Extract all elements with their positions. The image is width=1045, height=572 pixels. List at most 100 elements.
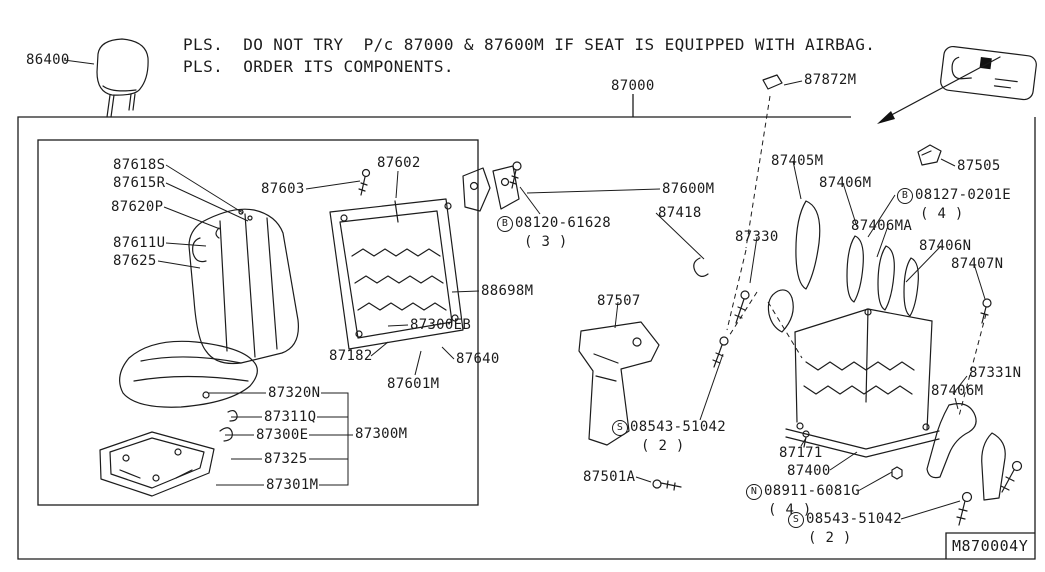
part-number-text: 87407N xyxy=(951,256,1004,272)
part-label-87406MA: 87406MA xyxy=(851,219,912,234)
part-number-text: 87620P xyxy=(111,199,164,215)
part-label-87407N: 87407N xyxy=(951,257,1003,272)
part-label-87615R: 87615R xyxy=(113,176,165,191)
leader-lines xyxy=(63,59,986,520)
clip-87311q-drawing xyxy=(227,409,238,422)
part-number-text: 87300E xyxy=(256,427,309,443)
part-number-text: 87640 xyxy=(456,351,500,367)
part-number-text: 87406M xyxy=(819,175,872,191)
part-label-87505: 87505 xyxy=(957,159,1001,174)
circled-N-badge-icon: N xyxy=(746,484,762,500)
part-label-88698M: 88698M xyxy=(481,284,533,299)
part-number-text: 87301M xyxy=(266,477,319,493)
part-number-text: ( 4 ) xyxy=(920,206,964,222)
part-number-text: 87400 xyxy=(787,463,831,479)
part-label-87418: 87418 xyxy=(658,206,702,221)
part-label-87640: 87640 xyxy=(456,352,500,367)
part-number-text: 08911-6081G xyxy=(764,483,861,499)
part-number-text: 87331N xyxy=(969,365,1022,381)
airbag-pointer-arrowhead-icon xyxy=(877,111,895,124)
part-label-87603: 87603 xyxy=(261,182,305,197)
side-flap-87611u xyxy=(192,237,207,263)
part-number-text: 08543-51042 xyxy=(630,419,727,435)
part-label-87618S: 87618S xyxy=(113,158,165,173)
seatback-frame-drawing xyxy=(329,198,464,350)
part-number-text: 87507 xyxy=(597,293,641,309)
part-label-87300E: 87300E xyxy=(256,428,308,443)
part-label-87182: 87182 xyxy=(329,349,373,364)
part-label-87507: 87507 xyxy=(597,294,641,309)
side-shield-drawing xyxy=(578,321,660,446)
part-number-text: 87330 xyxy=(735,229,779,245)
part-number-text: 87600M xyxy=(662,181,715,197)
code-box xyxy=(945,532,1035,559)
part-label-87601M: 87601M xyxy=(387,377,439,392)
part-label-87320N: 87320N xyxy=(268,386,320,401)
recliner-parts-drawing xyxy=(693,257,794,368)
part-label-87406M-lower: 87406M xyxy=(931,384,983,399)
clip-87872m-drawing xyxy=(762,74,783,90)
circled-S-badge-icon: S xyxy=(788,512,804,528)
seat-cushion-drawing xyxy=(119,340,258,408)
part-label-87625: 87625 xyxy=(113,254,157,269)
airbag-warning-note-line2: PLS. ORDER ITS COMPONENTS. xyxy=(183,57,454,76)
part-label-87611U: 87611U xyxy=(113,236,165,251)
part-number-text: 87311Q xyxy=(264,409,317,425)
clip-87300e-drawing xyxy=(219,427,233,442)
part-label-87620P: 87620P xyxy=(111,200,163,215)
part-label-87501A: 87501A xyxy=(583,470,635,485)
alignment-dashed-lines xyxy=(726,95,987,417)
seatback-cover-drawing xyxy=(188,208,300,365)
part-number-text: 87601M xyxy=(387,376,440,392)
part-number-text: 87603 xyxy=(261,181,305,197)
part-label-08127-0201E-qty: ( 4 ) xyxy=(920,207,964,222)
part-number-text: 88698M xyxy=(481,283,534,299)
part-number-text: 87325 xyxy=(264,451,308,467)
screw-08120-drawing xyxy=(509,161,522,189)
part-number-text: 87300M xyxy=(355,426,408,442)
part-number-text: ( 2 ) xyxy=(808,530,852,546)
border-lines xyxy=(17,94,1036,560)
seat-base-frame-drawing xyxy=(99,431,215,497)
part-label-86400: 86400 xyxy=(26,53,70,68)
headrest-drawing xyxy=(96,38,149,118)
part-number-text: 87872M xyxy=(804,72,857,88)
screw-87407n-drawing xyxy=(980,298,992,324)
part-label-87300M: 87300M xyxy=(355,427,407,442)
part-label-87330: 87330 xyxy=(735,230,779,245)
part-number-text: 08543-51042 xyxy=(806,511,903,527)
diagram-code: M870004Y xyxy=(952,537,1029,555)
part-label-87300EB: 87300EB xyxy=(410,318,471,333)
part-label-87311Q: 87311Q xyxy=(264,410,316,425)
part-number-text: 87611U xyxy=(113,235,166,251)
circled-S-badge-icon: S xyxy=(612,420,628,436)
part-label-87171: 87171 xyxy=(779,446,823,461)
clip-87620p xyxy=(215,227,220,239)
clip-87418 xyxy=(693,257,709,277)
circled-B-badge-icon: B xyxy=(497,216,513,232)
part-number-text: 87501A xyxy=(583,469,636,485)
part-number-text: 87320N xyxy=(268,385,321,401)
part-number-text: 87418 xyxy=(658,205,702,221)
airbag-warning-note-line1: PLS. DO NOT TRY P/c 87000 & 87600M IF SE… xyxy=(183,35,876,54)
part-number-text: 87406N xyxy=(919,238,972,254)
airbag-pointer-line xyxy=(883,56,1001,120)
part-label-87325: 87325 xyxy=(264,452,308,467)
clip-87505-drawing xyxy=(917,144,942,166)
bolt-87501a-drawing xyxy=(652,479,682,491)
hinge-bracket-drawing xyxy=(462,165,520,212)
airbag-label-drawing xyxy=(877,45,1037,124)
part-number-text: 87405M xyxy=(771,153,824,169)
part-number-text: 87000 xyxy=(611,78,655,94)
part-label-87406N: 87406N xyxy=(919,239,971,254)
part-label-08543-51042-bottom-qty: ( 2 ) xyxy=(808,531,852,546)
part-label-08120-61628-qty: ( 3 ) xyxy=(524,235,568,250)
part-number-text: 87615R xyxy=(113,175,166,191)
part-number-text: 08120-61628 xyxy=(515,215,612,231)
part-number-text: 87300EB xyxy=(410,317,472,333)
